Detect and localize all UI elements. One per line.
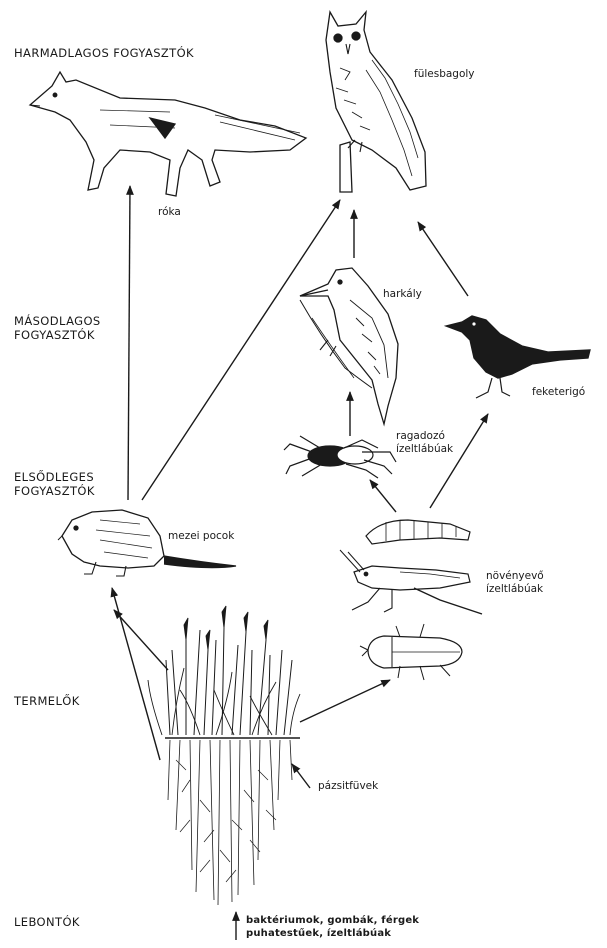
- level-label-secondary: MÁSODLAGOS FOGYASZTÓK: [14, 314, 101, 342]
- label-herbivorous-arthropods: növényevő ízeltlábúak: [486, 570, 544, 596]
- arrow-grass-to-vole-b: [112, 588, 160, 760]
- label-owl: fülesbagoly: [414, 68, 475, 81]
- arrow-herbivore-to-blackbird: [430, 414, 488, 508]
- level-label-secondary-line2: FOGYASZTÓK: [14, 328, 101, 342]
- label-herbivorous-arthropods-line2: ízeltlábúak: [486, 583, 544, 596]
- arrow-blackbird-to-owl: [418, 222, 468, 296]
- label-grasses: pázsitfüvek: [318, 780, 378, 793]
- arrow-label-to-grass: [292, 764, 310, 788]
- spider-illustration: [284, 436, 396, 478]
- label-decomposer-organisms-line1: baktériumok, gombák, férgek: [246, 914, 419, 927]
- label-fox: róka: [158, 206, 181, 219]
- level-label-secondary-line1: MÁSODLAGOS: [14, 314, 101, 328]
- owl-illustration: [326, 12, 426, 192]
- label-vole: mezei pocok: [168, 530, 234, 543]
- label-woodpecker: harkály: [383, 288, 422, 301]
- label-predatory-arthropods-line2: ízeltlábúak: [396, 443, 453, 456]
- level-label-decomposers: LEBONTÓK: [14, 915, 80, 929]
- grass-illustration: [148, 606, 300, 905]
- level-label-producers: TERMELŐK: [14, 694, 80, 708]
- label-decomposer-organisms-line2: puhatestűek, ízeltlábúak: [246, 927, 419, 940]
- level-label-primary-line1: ELSŐDLEGES: [14, 470, 95, 484]
- arrow-herbivore-to-spider: [370, 480, 396, 512]
- label-blackbird: feketerigó: [532, 386, 585, 399]
- caterpillar-illustration: [366, 520, 470, 544]
- fox-illustration: [30, 72, 306, 196]
- level-label-tertiary: HARMADLAGOS FOGYASZTÓK: [14, 46, 194, 60]
- grasshopper-illustration: [340, 550, 482, 614]
- level-label-primary: ELSŐDLEGES FOGYASZTÓK: [14, 470, 95, 498]
- label-decomposer-organisms: baktériumok, gombák, férgek puhatestűek,…: [246, 914, 419, 940]
- level-label-primary-line2: FOGYASZTÓK: [14, 484, 95, 498]
- label-predatory-arthropods-line1: ragadozó: [396, 430, 453, 443]
- vole-illustration: [58, 510, 236, 576]
- arrow-grass-to-vole-a: [114, 610, 168, 670]
- label-predatory-arthropods: ragadozó ízeltlábúak: [396, 430, 453, 456]
- arrow-vole-to-fox: [128, 186, 130, 500]
- arrow-grass-to-herbivores: [300, 680, 390, 722]
- label-herbivorous-arthropods-line1: növényevő: [486, 570, 544, 583]
- beetle-illustration: [360, 624, 462, 680]
